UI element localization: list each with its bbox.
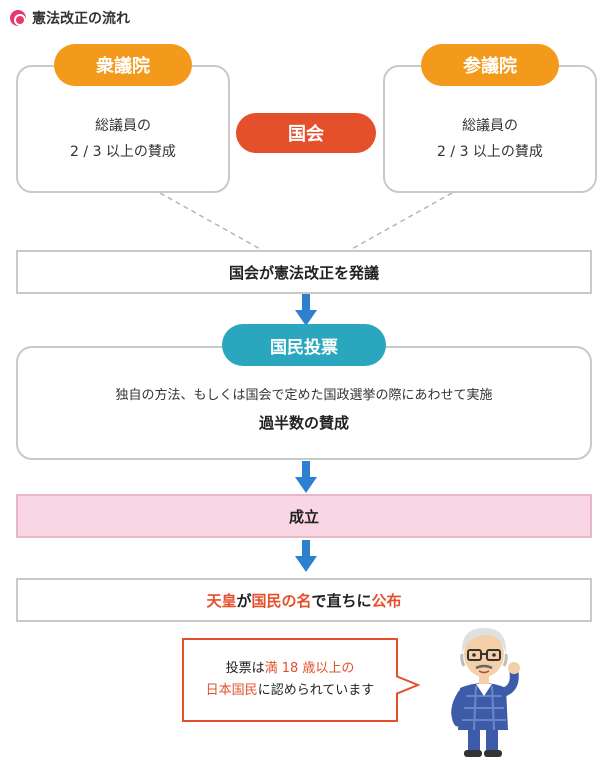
down-arrow-icon [295, 540, 317, 572]
promulgation-immediately: で直ちに [311, 591, 372, 610]
character-illustration [451, 628, 520, 757]
diagram-title-row: 憲法改正の流れ [10, 8, 130, 28]
diet-label: 国会 [236, 113, 376, 153]
connector-left [159, 192, 263, 251]
promulgation-emperor: 天皇 [206, 591, 237, 610]
house-of-representatives-line1: 総議員の [95, 118, 151, 134]
adoption-step: 成立 [16, 494, 592, 538]
house-of-representatives-line2: 2 / 3 以上の賛成 [70, 144, 176, 160]
proposal-step: 国会が憲法改正を発議 [16, 250, 592, 294]
diagram-title: 憲法改正の流れ [32, 11, 130, 27]
promulgation-publish: 公布 [371, 591, 402, 610]
bubble-granted: に認められています [257, 683, 375, 698]
speech-bubble-tail [396, 675, 420, 695]
speech-bubble: 投票は満 18 歳以上の 日本国民に認められています [182, 638, 398, 722]
seal-icon [10, 10, 26, 26]
house-of-representatives-text: 総議員の 2 / 3 以上の賛成 [18, 113, 228, 165]
referendum-majority: 過半数の賛成 [258, 414, 349, 432]
speech-bubble-line2: 日本国民に認められています [184, 680, 396, 702]
promulgation-people: 国民の名 [251, 591, 312, 610]
connector-right [349, 192, 453, 251]
down-arrow-icon [295, 461, 317, 493]
bubble-citizens: 日本国民 [205, 683, 258, 698]
house-of-councillors-line2: 2 / 3 以上の賛成 [437, 144, 543, 160]
house-of-councillors-text: 総議員の 2 / 3 以上の賛成 [385, 113, 595, 165]
down-arrow-icon [295, 294, 317, 326]
bubble-age: 満 18 歳以上の [264, 661, 355, 676]
bubble-vote: 投票は [225, 661, 265, 676]
promulgation-ga: が [236, 591, 252, 610]
house-of-councillors-box: 総議員の 2 / 3 以上の賛成 [383, 65, 597, 193]
referendum-method: 独自の方法、もしくは国会で定めた国政選挙の際にあわせて実施 [115, 388, 493, 403]
house-of-representatives-label: 衆議院 [54, 44, 192, 86]
house-of-councillors-line1: 総議員の [462, 118, 518, 134]
speech-bubble-line1: 投票は満 18 歳以上の [184, 658, 396, 680]
house-of-councillors-label: 参議院 [421, 44, 559, 86]
referendum-label: 国民投票 [222, 324, 386, 366]
promulgation-step: 天皇が国民の名で直ちに公布 [16, 578, 592, 622]
